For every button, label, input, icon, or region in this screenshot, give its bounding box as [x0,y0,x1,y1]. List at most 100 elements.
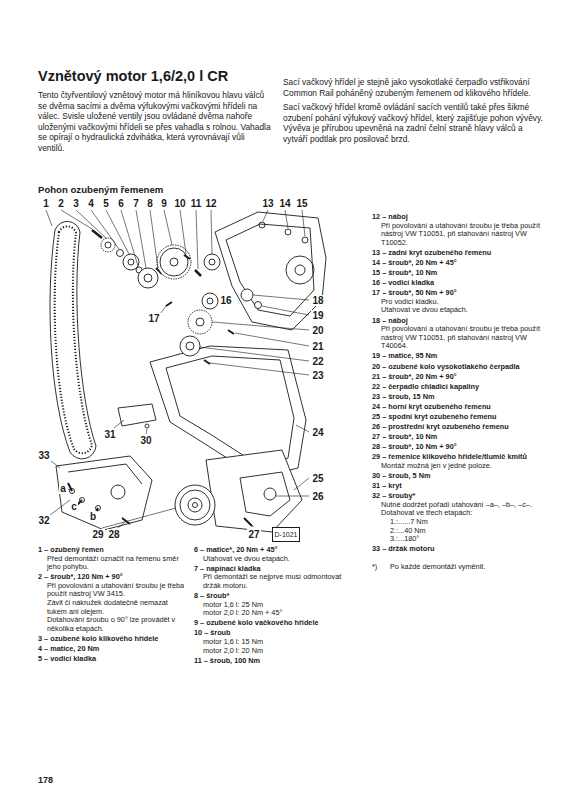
legend-heading: 10 – šroub [194,629,358,638]
crankshaft-pulley [175,485,215,525]
small-cover [145,424,149,428]
legend-heading: 24 – horní kryt ozubeného řemenu [372,403,548,412]
callout-number: a [59,483,67,494]
callout-number: 8 [146,198,154,209]
callout-number: 4 [87,198,95,209]
gears-and-pulleys [207,298,213,304]
bolts [122,518,252,526]
legend-text: Při povolování a utahování šroubu je tře… [47,582,186,599]
legend-heading: 32 – šrouby* [372,492,548,501]
legend-heading: 3 – ozubené kolo klikového hřídele [38,635,186,644]
legend-heading: 28 – šroub*, 10 Nm + 90° [372,443,548,452]
figure-code: D-1021 [272,527,301,542]
callout-number: 15 [295,198,308,209]
legend-heading: 1 – ozubený řemen [38,546,186,555]
section-heading: Pohon ozubeným řemenem [38,184,163,195]
legend-text: Při demontáži se nejprve musí odmontovat… [203,573,358,590]
engine-mount [56,456,152,530]
gears-and-pulleys [92,230,262,364]
gears-and-pulleys [186,342,194,350]
rear-belt-cover [286,256,314,284]
callout-number: 25 [311,473,324,484]
legend-heading: 26 – prostřední kryt ozubeného řemenu [372,423,548,432]
legend-heading: 13 – zadní kryt ozubeného řemenu [372,249,548,258]
gears-and-pulleys [188,310,212,334]
gears-and-pulleys [105,242,111,248]
leader-lines [46,210,309,528]
legend-heading: 21 – šroub*, 20 Nm + 90° [372,373,548,382]
engine-mount [68,464,142,484]
legend-heading: 20 – ozubené kolo vysokotlakého čerpadla [372,363,548,372]
legend-text: 1.:......7 Nm [390,518,548,527]
legend-heading: 19 – matice, 95 Nm [372,352,548,361]
legend-heading: 30 – šroub, 5 Nm [372,472,548,481]
legend-heading: 11 – šroub, 100 Nm [194,657,358,666]
callout-number: 7 [132,198,140,209]
page-number: 178 [38,775,53,785]
legend-heading: 17 – šroub*, 50 Nm + 90° [372,289,548,298]
exploded-illustration [46,210,326,532]
legend-heading: 6 – matice*, 20 Nm + 45° [194,546,358,555]
crankshaft-pulley [175,485,215,525]
legend-heading: 33 – držák motoru [372,545,548,554]
callout-number: 3 [72,198,80,209]
callout-number: 28 [107,529,120,540]
lower-belt-cover [206,450,302,532]
callout-number: 5 [102,198,110,209]
legend-text: Montáž možná jen v jedné poloze. [381,462,548,471]
legend-text: Při povolování a utahování šroubu je tře… [381,325,548,351]
callout-number: 9 [160,198,168,209]
legend-text: Pro vodicí kladku. [381,298,548,307]
legend-heading: 14 – šroub*, 20 Nm + 45° [372,259,548,268]
callout-number: c [70,501,78,512]
legend-heading: 22 – čerpadlo chladicí kapaliny [372,383,548,392]
legend-text: motor 1,6 l: 15 Nm [203,638,358,647]
legend-heading: 15 – šroub*, 10 Nm [372,269,548,278]
crankshaft-pulley [188,498,202,512]
gears-and-pulleys [195,270,201,276]
gears-and-pulleys [160,248,188,276]
rear-belt-cover [215,212,326,330]
page-title: Vznětový motor 1,6/2,0 l CR [38,68,228,84]
gears-and-pulleys [128,259,134,265]
rear-belt-cover [226,224,314,316]
toothed-belt [50,221,96,458]
callout-number: 17 [147,313,160,324]
callout-number: 16 [219,295,232,306]
legend-text: Nutné dodržet pořadí utahování –a–, –b–,… [381,501,548,510]
engine-mount [80,498,85,503]
footnote-mark: *) [372,563,377,572]
callout-number: 6 [117,198,125,209]
small-cover [118,404,156,426]
gears-and-pulleys [92,230,102,238]
callout-number: 27 [247,529,260,540]
callout-number: 18 [311,295,324,306]
crankshaft-pulley [180,490,210,520]
rear-belt-cover [302,237,308,243]
gears-and-pulleys [184,255,190,259]
legend-heading: 29 – řemenice klikového hřídele/tlumič k… [372,453,548,462]
callout-number: 30 [139,435,152,446]
gears-and-pulleys [170,258,178,266]
engine-mount [70,489,75,494]
lower-belt-cover [206,450,302,532]
rear-belt-cover [259,222,265,228]
gears-and-pulleys [204,254,220,270]
legend-heading: 25 – spodní kryt ozubeného řemenu [372,413,548,422]
callout-number: 19 [311,310,324,321]
legend-heading: 18 – náboj [372,317,548,326]
legend-text: Při povolování a utahování šroubu je tře… [381,222,548,248]
legend-text: Utahovat ve dvou etapách. [381,306,548,315]
engine-mount [56,456,152,530]
gears-and-pulleys [117,250,124,257]
lower-belt-cover [240,472,290,516]
legend-text: Dotahování šroubu o 90° lze provádět v n… [47,616,186,633]
callout-number: b [89,511,97,522]
callout-number: 26 [311,491,324,502]
callout-number: 24 [311,427,324,438]
crankshaft-pulley [193,503,198,508]
callout-number: 14 [278,198,291,209]
gears-and-pulleys [157,245,191,279]
callout-number: 22 [311,356,324,367]
